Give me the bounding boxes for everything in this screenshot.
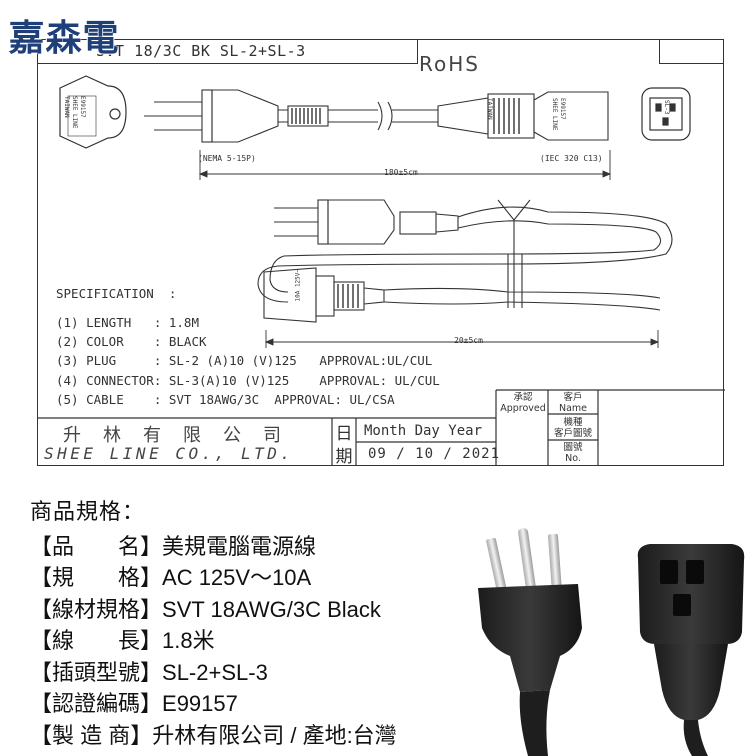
spec-list-row: 【插頭型號】SL-2+SL-3 — [30, 659, 268, 685]
model-label: 機種 — [563, 417, 583, 428]
inlet-text: SL-3 — [663, 100, 670, 115]
cord-drawing — [38, 75, 725, 466]
customer-label-cn: 客戶 — [563, 392, 583, 403]
date-header: Month Day Year — [364, 423, 483, 439]
date-char-2: 期 — [335, 447, 353, 467]
spec-row: (2) COLOR : BLACK — [56, 334, 207, 349]
connector-face-view — [641, 87, 691, 141]
title-block-grid — [38, 389, 725, 466]
power-cord-photo — [478, 528, 745, 756]
plug-embossed-text-3: E99157 — [79, 96, 86, 118]
coiled-cord-drawing — [257, 199, 673, 308]
plug-embossed-text-1: TAIWAN — [63, 96, 70, 118]
spec-row: (4) CONNECTOR: SL-3(A)10 (V)125 APPROVAL… — [56, 373, 440, 388]
product-spec-list: 商品規格： 【品 名】美規電腦電源線 【規 格】AC 125V～10A 【線材規… — [30, 496, 397, 751]
spec-row: (1) LENGTH : 1.8M — [56, 315, 199, 330]
approved-label-en: Approved — [500, 403, 546, 414]
spec-list-title: 商品規格： — [30, 499, 146, 524]
spec-list-row: 【線 長】1.8米 — [30, 628, 215, 653]
connector-side-view — [437, 91, 609, 141]
spec-row: (5) CABLE : SVT 18AWG/3C APPROVAL: UL/CS… — [56, 392, 395, 407]
plug-face-view — [59, 75, 127, 149]
spec-list-row: 【線材規格】SVT 18AWG/3C Black — [30, 596, 381, 622]
spec-list-row: 【規 格】AC 125V～10A — [30, 565, 312, 590]
drawing-no-label-cn: 圖號 — [563, 442, 583, 453]
drawing-title: SVT 18/3C BK SL-2+SL-3 — [38, 40, 418, 64]
lower-connector-rating: 10A 125V~ — [294, 268, 302, 302]
brand-logo: 嘉森電 — [8, 18, 120, 59]
spec-header: SPECIFICATION : — [56, 286, 177, 301]
company-name-cn: 升林有限公司 — [63, 425, 303, 446]
connector-embossed-text-2: E99157 — [559, 98, 566, 120]
us-plug-photo — [478, 528, 582, 756]
customer-drawing-label: 客戶圖號 — [553, 428, 592, 439]
drawing-no-label-en: No. — [565, 453, 581, 464]
connector-taiwan-text: TAIWAN — [486, 98, 493, 120]
lower-dimension-label: 20±5cm — [454, 336, 483, 345]
customer-label-en: Name — [558, 403, 588, 414]
title-block: 升林有限公司 SHEE LINE CO., LTD. 日 期 Month Day… — [38, 418, 725, 467]
date-value: 09 / 10 / 2021 — [368, 446, 501, 462]
title-corner-box — [659, 40, 723, 64]
connector-embossed-text-1: SHEE LINE — [551, 98, 558, 131]
technical-drawing-sheet: SVT 18/3C BK SL-2+SL-3 RoHS — [37, 39, 725, 467]
length-dimension-label: 180±5cm — [384, 168, 418, 177]
length-dimension-line — [198, 150, 612, 180]
spec-row: (3) PLUG : SL-2 (A)10 (V)125 APPROVAL:UL… — [56, 353, 433, 368]
iec-connector-photo — [637, 544, 745, 756]
plug-side-view — [144, 89, 438, 143]
spec-list-row: 【認證編碼】E99157 — [30, 691, 238, 716]
plug-type-label: (NEMA 5-15P) — [198, 154, 256, 163]
spec-list-row: 【製 造 商】升林有限公司 / 產地:台灣 — [30, 722, 397, 748]
spec-list-row: 【品 名】美規電腦電源線 — [30, 533, 317, 559]
rohs-mark: RoHS — [419, 52, 480, 76]
lower-connector-view — [263, 267, 661, 323]
lower-dimension-line — [264, 330, 660, 348]
date-char-1: 日 — [335, 424, 353, 444]
connector-type-label: (IEC 320 C13) — [540, 154, 603, 163]
approved-label-cn: 承認 — [513, 392, 533, 403]
company-name-en: SHEE LINE CO., LTD. — [44, 444, 294, 463]
plug-embossed-text-2: SHEE LINE — [71, 96, 78, 129]
